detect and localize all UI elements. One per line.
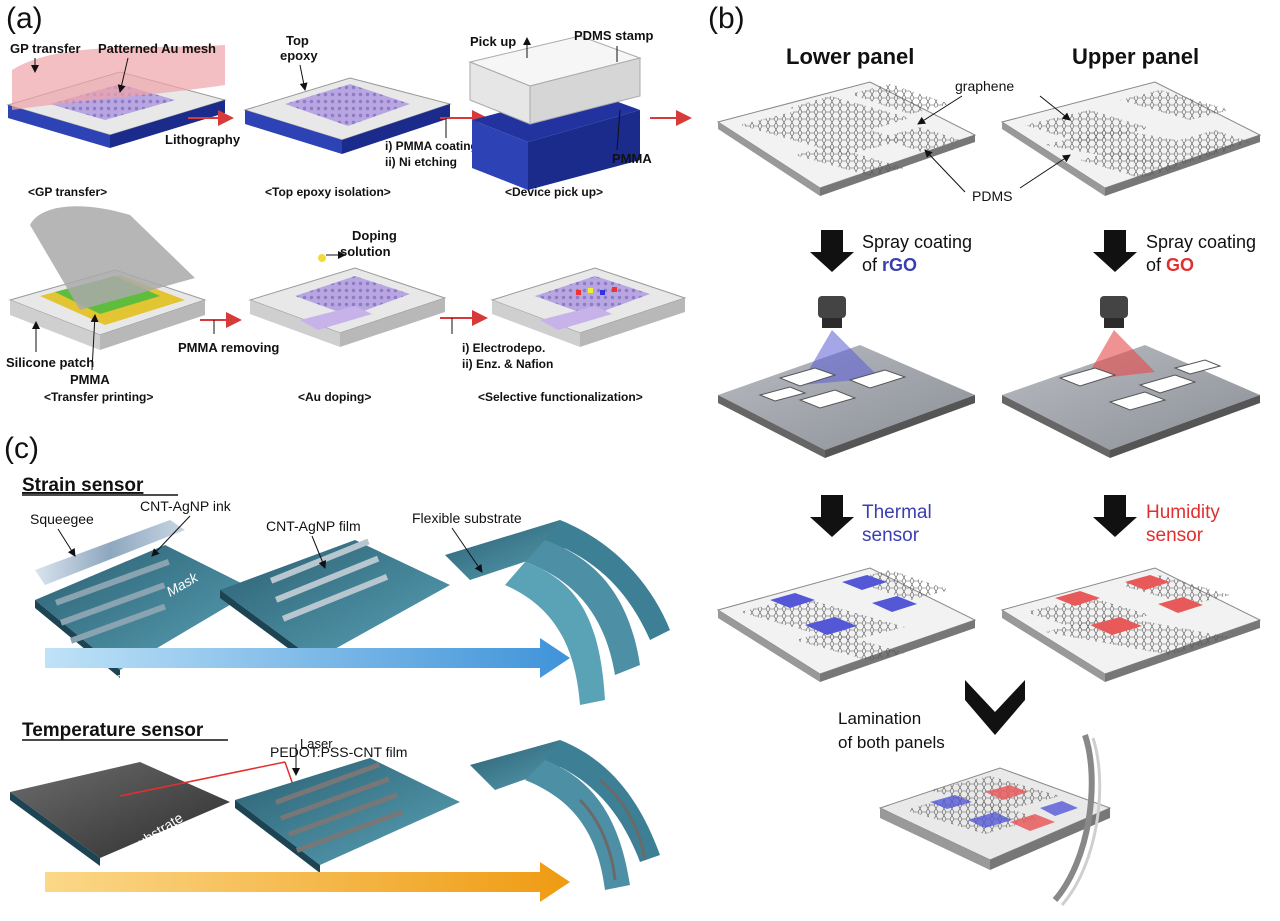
label-pick-up: Pick up: [470, 34, 516, 49]
temperature-substrate-3: [470, 740, 660, 890]
temperature-substrate-2: [235, 758, 460, 873]
label-graphene: graphene: [955, 78, 1014, 94]
gp-transfer-device: [6, 45, 227, 148]
panel-b-letter: (b): [708, 2, 745, 35]
panel-a-letter: (a): [6, 2, 43, 35]
lower-panel-plate: [716, 81, 977, 196]
label-spray-upper: Spray coating: [1146, 232, 1256, 252]
label-electrodepo: i) Electrodepo.: [462, 341, 545, 355]
caption-selective-functionalization: <Selective functionalization>: [478, 390, 643, 404]
label-spray-upper-of: of: [1146, 255, 1162, 275]
label-squeegee: Squeegee: [30, 511, 94, 527]
panel-a: (a) GP transfer Patterned Au mesh <GP tr…: [6, 2, 692, 404]
humidity-sensor-plate: [1000, 567, 1262, 682]
label-pmma-removing: PMMA removing: [178, 340, 279, 355]
label-pdms-stamp: PDMS stamp: [574, 28, 654, 43]
label-thermal-1: Thermal: [862, 502, 932, 523]
label-thermal-2: sensor: [862, 525, 920, 546]
label-pedot-film: PEDOT:PSS-CNT film: [270, 744, 407, 760]
panel-b: (b) Lower panel Upper panel graphene: [708, 2, 1262, 906]
label-cnt-agnp-ink: CNT-AgNP ink: [140, 498, 232, 514]
caption-device-pick-up: <Device pick up>: [505, 185, 603, 199]
strain-process-arrow: [45, 638, 570, 678]
panel-c: (c) Strain sensor Squeegee CNT-AgNP ink …: [4, 432, 670, 902]
label-ni-etching: ii) Ni etching: [385, 155, 457, 169]
label-cnt-agnp-film: CNT-AgNP film: [266, 518, 361, 534]
thermal-sensor-plate: [716, 567, 977, 682]
label-enz-nafion: ii) Enz. & Nafion: [462, 357, 553, 371]
temperature-process-arrow: [45, 862, 570, 902]
label-humidity-2: sensor: [1146, 525, 1204, 546]
caption-transfer-printing: <Transfer printing>: [44, 390, 153, 404]
down-arrow-upper-2: [1093, 495, 1137, 537]
au-doping-device: [248, 254, 447, 347]
label-flexible-substrate-3: Flexible substrate: [412, 510, 522, 526]
label-doping: Doping: [352, 228, 397, 243]
label-rgo: rGO: [882, 255, 917, 275]
caption-top-epoxy: <Top epoxy isolation>: [265, 185, 391, 199]
label-silicone-patch: Silicone patch: [6, 355, 94, 370]
temperature-substrate-1: [10, 762, 230, 866]
label-lithography: Lithography: [165, 132, 241, 147]
label-laser: Laser: [300, 736, 333, 751]
label-epoxy: epoxy: [280, 48, 318, 63]
transfer-printing-device: [8, 206, 207, 350]
label-top: Top: [286, 33, 309, 48]
label-patterned-au-mesh: Patterned Au mesh: [98, 41, 216, 56]
lower-panel-title: Lower panel: [786, 44, 914, 69]
device-pickup: [468, 35, 642, 190]
down-arrow-upper-1: [1093, 230, 1137, 272]
label-go: GO: [1166, 255, 1194, 275]
down-arrow-lower-1: [810, 230, 854, 272]
panel-c-letter: (c): [4, 432, 39, 465]
strain-substrate-3: [445, 520, 670, 705]
merge-arrow: [965, 680, 1025, 735]
caption-gp-transfer: <GP transfer>: [28, 185, 107, 199]
label-spray-lower: Spray coating: [862, 232, 972, 252]
selective-functionalization-device: [490, 267, 687, 347]
label-gp-transfer: GP transfer: [10, 41, 81, 56]
upper-panel-plate: [1000, 81, 1262, 196]
down-arrow-lower-2: [810, 495, 854, 537]
label-pmma: PMMA: [612, 151, 652, 166]
upper-panel-title: Upper panel: [1072, 44, 1199, 69]
strain-sensor-title: Strain sensor: [22, 475, 144, 496]
spray-lower-plate: [718, 296, 975, 458]
label-pdms: PDMS: [972, 188, 1012, 204]
temperature-sensor-title: Temperature sensor: [22, 720, 204, 741]
label-humidity-1: Humidity: [1146, 502, 1220, 523]
label-pmma-2: PMMA: [70, 372, 110, 387]
label-spray-lower-of: of: [862, 255, 878, 275]
label-lamination-2: of both panels: [838, 733, 945, 752]
strain-substrate-1: [35, 520, 255, 678]
label-pmma-coating: i) PMMA coating: [385, 139, 478, 153]
spray-upper-plate: [1002, 296, 1260, 458]
laminated-device: [878, 734, 1112, 906]
caption-au-doping: <Au doping>: [298, 390, 371, 404]
label-solution: solution: [340, 244, 391, 259]
label-lamination-1: Lamination: [838, 709, 921, 728]
top-epoxy-device: [243, 77, 452, 154]
